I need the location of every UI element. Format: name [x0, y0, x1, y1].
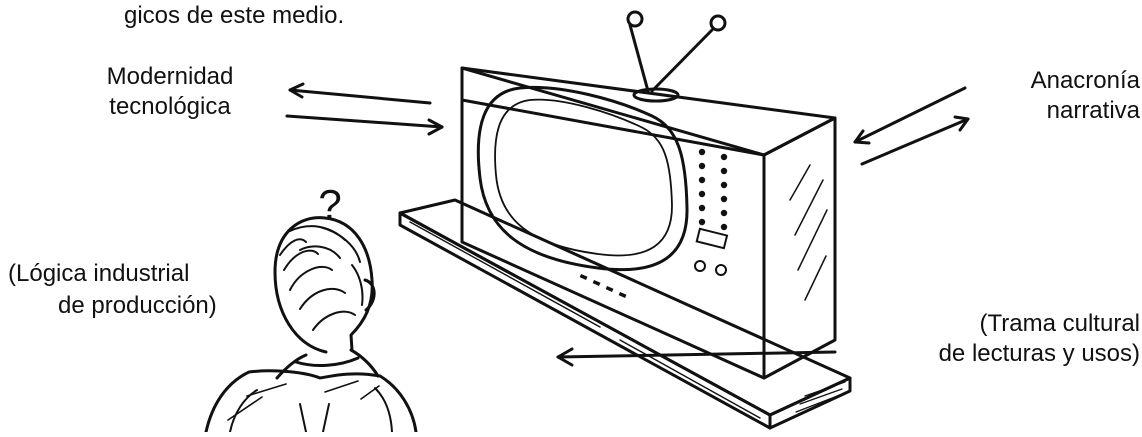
- tv-set-group: [462, 12, 835, 378]
- anacronia-label-line2: narrativa: [940, 96, 1140, 126]
- tv-screen: [478, 87, 687, 269]
- shelf-side-edge: [770, 378, 850, 428]
- control-dot: [721, 210, 727, 216]
- control-dot: [721, 224, 727, 230]
- tv-display-window: [697, 229, 727, 248]
- header-line: gicos de este medio.: [124, 1, 344, 31]
- logica-label-line1: (Lógica industrial: [8, 259, 189, 289]
- viewer-hair-texture: [280, 226, 363, 330]
- control-dot: [721, 168, 727, 174]
- modernidad-label-line2: tecnológica: [70, 92, 270, 122]
- control-dot: [721, 182, 727, 188]
- control-dot: [699, 205, 705, 211]
- viewer-ear: [365, 280, 374, 310]
- modernidad-label-line1: Modernidad: [70, 62, 270, 92]
- viewer-collar: [296, 358, 358, 365]
- control-dot: [699, 149, 705, 155]
- viewer-figure: [206, 218, 416, 432]
- antenna-right-tip: [711, 16, 725, 30]
- trama-label-line2: de lecturas y usos): [858, 339, 1140, 369]
- logica-label-line2: de producción): [58, 291, 217, 321]
- arrow-modernidad-outgoing: [290, 90, 430, 103]
- control-dot: [699, 191, 705, 197]
- viewer-shirt-shading: [228, 381, 379, 420]
- control-dot: [721, 196, 727, 202]
- viewer-head: [275, 218, 372, 352]
- question-mark: ?: [318, 181, 341, 228]
- shelf-top: [400, 200, 850, 415]
- antenna-left-rod: [630, 25, 648, 91]
- trama-label-line1: (Trama cultural: [858, 309, 1140, 339]
- viewer-neck-right: [351, 350, 378, 376]
- tv-knob-right: [716, 265, 726, 275]
- antenna-right-rod: [652, 30, 712, 91]
- tv-bottom-marking: [619, 292, 627, 298]
- arrow-trama: [558, 352, 835, 357]
- control-dot: [699, 177, 705, 183]
- tv-control-panel: [580, 149, 728, 298]
- control-dot: [699, 163, 705, 169]
- arrow-modernidad-incoming: [287, 116, 442, 127]
- anacronia-label-line1: Anacronía: [940, 66, 1140, 96]
- antenna-left-tip: [628, 12, 642, 26]
- control-dot: [699, 219, 705, 225]
- control-dot: [721, 154, 727, 160]
- tv-knob-left: [695, 261, 705, 271]
- tv-top-panel: [462, 68, 835, 155]
- tv-bottom-marking: [606, 286, 614, 292]
- tv-side-panel: [764, 118, 835, 378]
- tv-bottom-marking: [580, 274, 588, 280]
- tv-side-shine: [790, 165, 827, 300]
- tv-bottom-marking: [593, 280, 601, 286]
